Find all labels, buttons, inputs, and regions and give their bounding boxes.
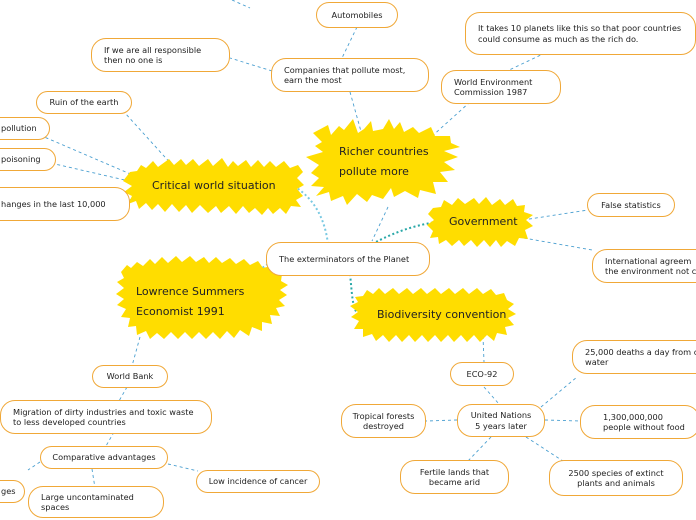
burst-lawrence-shape xyxy=(116,256,288,339)
link-critical-ruin xyxy=(124,112,174,167)
central-node-exterminators-text: The exterminators of the Planet xyxy=(279,253,410,264)
node-changes-last-10000-text: hanges in the last 10,000 xyxy=(1,198,106,209)
lawrence-summers-label-line1: Lowrence Summers xyxy=(136,285,245,298)
node-25000-deaths-text: 25,000 deaths a day from c water xyxy=(585,346,696,368)
link-critical-pollution xyxy=(34,132,143,180)
node-comparative-advantages-text: Comparative advantages xyxy=(52,452,156,463)
node-changes-last-10000[interactable]: hanges in the last 10,000 xyxy=(0,187,130,221)
link-central-lawrence xyxy=(251,263,269,290)
link-topleft-offscreen xyxy=(231,0,251,9)
node-world-environment-commission[interactable]: World Environment Commission 1987 xyxy=(441,70,561,104)
link-government-intl xyxy=(517,236,593,251)
link-worldbank-migration xyxy=(118,386,128,402)
node-if-we-are-all-responsible[interactable]: If we are all responsible then no one is xyxy=(91,38,230,72)
burst-richer-shape xyxy=(306,119,460,205)
biodiversity-convention-label: Biodiversity convention xyxy=(377,308,507,321)
node-if-we-are-all-responsible-text: If we are all responsible then no one is xyxy=(104,44,202,66)
richer-countries-label-line1: Richer countries xyxy=(339,145,429,158)
node-without-food-text: 1,300,000,000 people without food xyxy=(603,411,685,433)
node-migration-dirty-industries[interactable]: Migration of dirty industries and toxic … xyxy=(0,400,212,434)
node-fertile-lands-text: Fertile lands that became arid xyxy=(419,466,490,488)
node-25000-deaths-a-day[interactable]: 25,000 deaths a day from c water xyxy=(572,340,696,374)
node-world-environment-commission-text: World Environment Commission 1987 xyxy=(454,76,533,98)
node-comparative-advantages[interactable]: Comparative advantages xyxy=(40,446,168,469)
node-tropical-forests-destroyed[interactable]: Tropical forests destroyed xyxy=(341,404,426,438)
link-government-false xyxy=(522,209,589,221)
node-large-uncontaminated-spaces[interactable]: Large uncontaminated spaces xyxy=(28,486,164,518)
node-pollution-text: pollution xyxy=(1,123,37,134)
burst-government-shape xyxy=(427,197,533,247)
link-comparative-ges xyxy=(27,461,41,471)
node-world-bank[interactable]: World Bank xyxy=(92,365,168,388)
node-partial-ges[interactable]: ges xyxy=(0,480,25,503)
node-world-bank-text: World Bank xyxy=(106,371,154,382)
link-wec-richer xyxy=(429,101,471,139)
link-un-withoutfood xyxy=(544,419,581,422)
government-label: Government xyxy=(449,215,518,228)
node-eco-92-text: ECO-92 xyxy=(466,368,498,379)
node-eco-92[interactable]: ECO-92 xyxy=(450,362,514,386)
node-migration-dirty-industries-text: Migration of dirty industries and toxic … xyxy=(13,406,194,428)
node-false-statistics-text: False statistics xyxy=(601,199,661,210)
link-richer-central xyxy=(371,206,389,242)
node-automobiles[interactable]: Automobiles xyxy=(316,2,398,28)
node-false-statistics[interactable]: False statistics xyxy=(587,193,675,217)
link-migration-comparative xyxy=(105,431,115,447)
node-pollution[interactable]: pollution xyxy=(0,117,50,140)
node-ten-planets[interactable]: It takes 10 planets like this so that po… xyxy=(465,12,696,55)
burst-critical-shape xyxy=(123,158,304,215)
link-central-government xyxy=(371,221,437,245)
link-comparative-cancer xyxy=(167,463,199,472)
lawrence-summers-label-line2: Economist 1991 xyxy=(136,305,225,318)
central-node-exterminators[interactable]: The exterminators of the Planet xyxy=(266,242,430,276)
node-ruin-of-the-earth-text: Ruin of the earth xyxy=(49,97,119,108)
link-wec-tenplanets xyxy=(504,52,546,73)
node-tropical-forests-text: Tropical forests destroyed xyxy=(352,410,415,432)
link-un-deaths xyxy=(540,376,578,408)
critical-world-situation-label: Critical world situation xyxy=(152,179,276,192)
link-companies-richer xyxy=(349,91,363,136)
node-2500-species-extinct[interactable]: 2500 species of extinct plants and anima… xyxy=(549,460,683,496)
link-automobiles-companies xyxy=(341,26,358,59)
node-united-nations-5-years-later[interactable]: United Nations 5 years later xyxy=(457,404,545,437)
node-1300000000-people-without-food[interactable]: 1,300,000,000 people without food xyxy=(580,405,696,439)
node-fertile-lands-arid[interactable]: Fertile lands that became arid xyxy=(400,460,509,494)
node-ten-planets-text: It takes 10 planets like this so that po… xyxy=(478,23,682,44)
node-united-nations-text: United Nations 5 years later xyxy=(470,410,532,431)
node-2500-species-text: 2500 species of extinct plants and anima… xyxy=(568,467,664,489)
node-large-uncontaminated-spaces-text: Large uncontaminated spaces xyxy=(41,491,134,513)
node-partial-ges-text: ges xyxy=(1,486,16,497)
burst-biodiversity-shape xyxy=(350,288,516,342)
node-companies-pollute-most-text: Companies that pollute most, earn the mo… xyxy=(284,64,406,86)
node-poisoning[interactable]: poisoning xyxy=(0,148,56,171)
node-international-agreements-text: International agreem the environment not… xyxy=(605,255,696,277)
node-poisoning-text: poisoning xyxy=(1,154,41,165)
link-central-critical xyxy=(291,184,329,245)
link-eco92-un xyxy=(483,386,500,405)
link-companies-ifwe xyxy=(229,57,273,72)
link-un-species xyxy=(525,436,564,462)
node-low-incidence-of-cancer-text: Low incidence of cancer xyxy=(208,476,308,487)
node-low-incidence-of-cancer[interactable]: Low incidence of cancer xyxy=(196,470,320,493)
link-biodiversity-eco92 xyxy=(482,335,485,363)
link-un-tropical xyxy=(425,419,458,422)
node-ruin-of-the-earth[interactable]: Ruin of the earth xyxy=(36,91,132,114)
node-automobiles-text: Automobiles xyxy=(331,9,383,20)
node-international-agreements[interactable]: International agreem the environment not… xyxy=(592,249,696,283)
link-lawrence-worldbank xyxy=(131,336,141,367)
node-companies-pollute-most[interactable]: Companies that pollute most, earn the mo… xyxy=(271,58,429,92)
link-un-fertile xyxy=(467,436,492,462)
richer-countries-label-line2: pollute more xyxy=(339,165,409,178)
